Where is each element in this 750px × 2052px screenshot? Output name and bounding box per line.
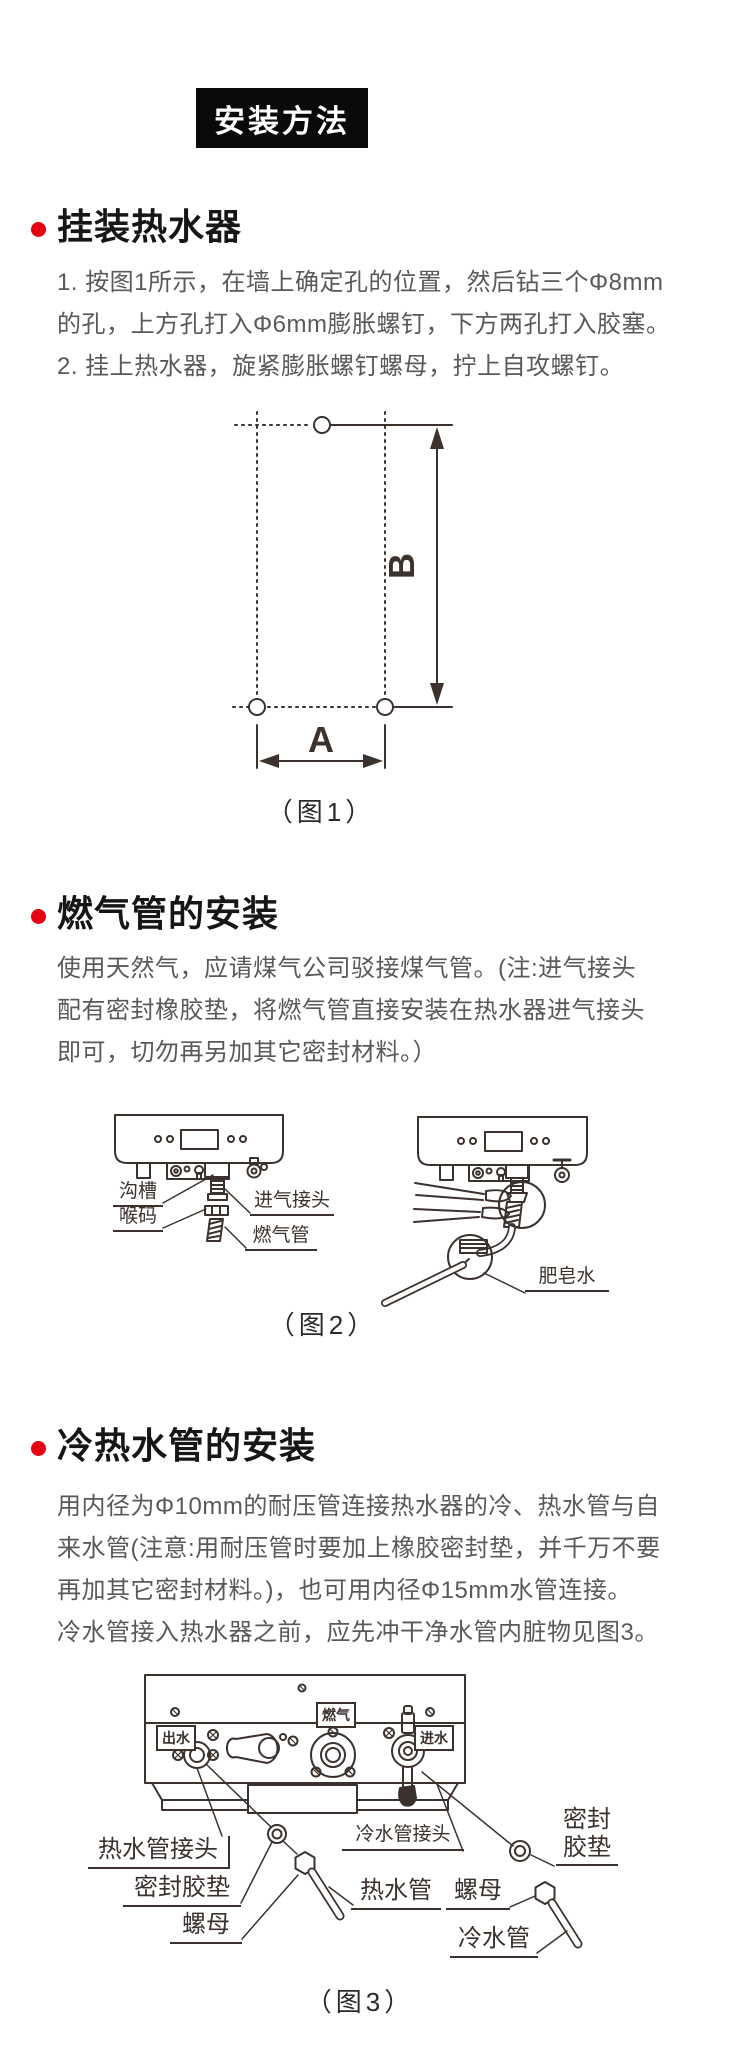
dimension-a-label: A — [308, 719, 334, 760]
label-hot-pipe: 热水管 — [351, 1877, 441, 1911]
label-sealing-gasket-right: 密封胶垫 — [556, 1806, 618, 1867]
panel-label-water-out: 出水 — [156, 1725, 196, 1751]
text-line: 再加其它密封材料。)，也可用内径Φ15mm水管连接。 — [57, 1577, 632, 1604]
text-line: 使用天然气，应请煤气公司驳接煤气管。(注:进气接头 — [57, 955, 637, 982]
red-bullet-icon — [31, 909, 46, 924]
section-badge: 安装方法 — [196, 88, 368, 148]
figure2: 沟槽 喉码 进气接头 燃气管 肥皂水 （图2） — [70, 1105, 690, 1350]
section-title-mount: 挂装热水器 — [57, 206, 243, 247]
figure2-drawing — [114, 1114, 588, 1307]
red-bullet-icon — [31, 222, 46, 237]
label-cold-pipe-connector: 冷水管接头 — [342, 1824, 464, 1852]
text-line: 配有密封橡胶垫，将燃气管直接安装在热水器进气接头 — [57, 997, 645, 1024]
text-line: 用内径为Φ10mm的耐压管连接热水器的冷、热水管与自 — [57, 1493, 660, 1520]
text-line: 来水管(注意:用耐压管时要加上橡胶密封垫，并千万不要 — [57, 1535, 661, 1562]
label-gas-pipe: 燃气管 — [245, 1225, 317, 1252]
red-bullet-icon — [31, 1441, 46, 1456]
label-soapy-water: 肥皂水 — [525, 1266, 609, 1293]
figure3: 燃气 出水 进水 热水管接头 密封胶垫 螺母 冷水管接头 热水管 螺母 冷水管 … — [70, 1660, 680, 2030]
figure2-caption: （图2） — [268, 1310, 378, 1340]
gas-instructions: 使用天然气，应请煤气公司驳接煤气管。(注:进气接头 配有密封橡胶垫，将燃气管直接… — [57, 948, 645, 1074]
label-sealing-gasket-left: 密封胶垫 — [123, 1874, 241, 1908]
text-line: 2. 挂上热水器，旋紧膨胀螺钉螺母，拧上自攻螺钉。 — [57, 353, 625, 380]
text-line: 1. 按图1所示，在墙上确定孔的位置，然后钻三个Φ8mm — [57, 269, 664, 296]
label-hot-pipe-connector: 热水管接头 — [88, 1836, 230, 1870]
badge-label: 安装方法 — [214, 103, 350, 139]
panel-label-water-in: 进水 — [414, 1725, 454, 1751]
figure1-drawing: B A — [232, 411, 453, 769]
text-line: 即可，切勿再另加其它密封材料。） — [57, 1039, 437, 1066]
figure1: B A （图1） — [140, 400, 500, 840]
label-cold-pipe: 冷水管 — [450, 1925, 538, 1959]
section-title-gas: 燃气管的安装 — [57, 893, 280, 934]
label-nut-left: 螺母 — [170, 1911, 242, 1945]
water-instructions: 用内径为Φ10mm的耐压管连接热水器的冷、热水管与自 来水管(注意:用耐压管时要… — [57, 1486, 661, 1654]
label-gas-inlet-connector: 进气接头 — [250, 1190, 334, 1217]
label-nut-right: 螺母 — [446, 1877, 510, 1911]
text-line: 的孔，上方孔打入Φ6mm膨胀螺钉，下方两孔打入胶塞。 — [57, 311, 671, 338]
mount-instructions: 1. 按图1所示，在墙上确定孔的位置，然后钻三个Φ8mm 的孔，上方孔打入Φ6m… — [57, 262, 670, 388]
dimension-b-label: B — [381, 553, 422, 579]
figure3-caption: （图3） — [305, 1987, 415, 2017]
figure3-drawing — [144, 1674, 583, 1954]
figure1-caption: （图1） — [266, 797, 376, 827]
text-line: 冷水管接入热水器之前，应先冲干净水管内脏物见图3。 — [57, 1619, 659, 1646]
label-groove: 沟槽 — [113, 1181, 163, 1208]
label-hose-clamp: 喉码 — [113, 1206, 163, 1233]
panel-label-gas: 燃气 — [316, 1702, 356, 1728]
section-title-water: 冷热水管的安装 — [57, 1425, 317, 1466]
